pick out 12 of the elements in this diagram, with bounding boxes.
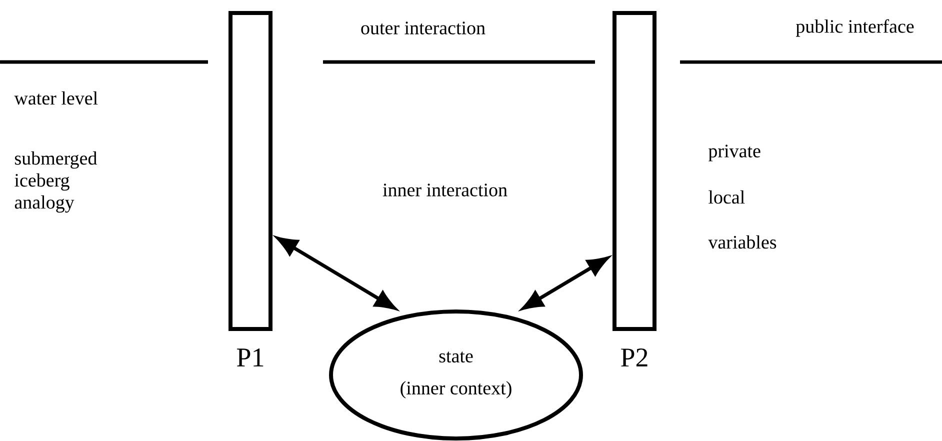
text-label: inner interaction (382, 184, 508, 196)
rectangle (612, 11, 656, 331)
text-label: local (708, 190, 745, 204)
node-label: P2 (621, 348, 648, 366)
text-label: water level (14, 91, 98, 105)
text-label: variables (708, 235, 776, 249)
rectangle (228, 11, 272, 331)
text-label: public interface (796, 19, 914, 37)
text-label: outer interaction (361, 22, 486, 34)
text-label: submerged iceberg analogy (14, 151, 97, 213)
text-label: private (708, 144, 760, 162)
node-label: P1 (237, 348, 264, 366)
